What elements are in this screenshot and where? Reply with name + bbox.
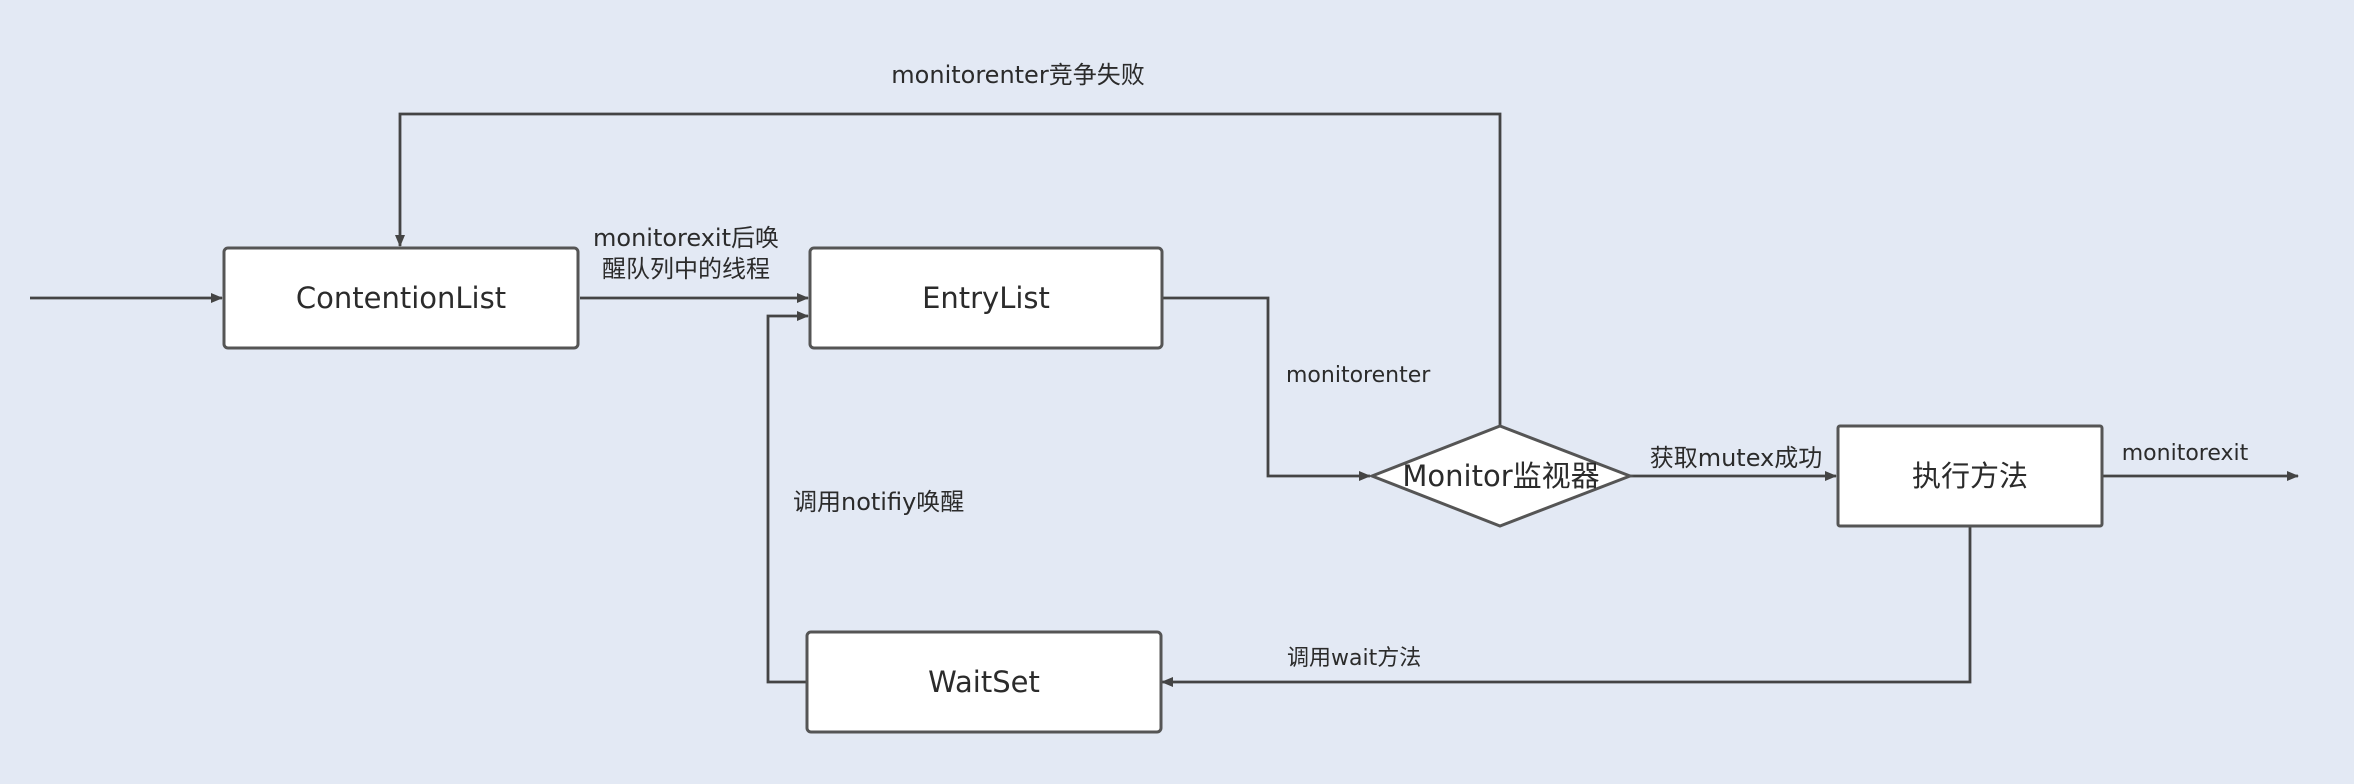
node-execute-label: 执行方法 xyxy=(1912,459,2028,493)
edge-entry-to-monitor xyxy=(1163,296,1371,481)
node-execute: 执行方法 xyxy=(1836,424,2104,528)
node-monitor: Monitor监视器 xyxy=(1367,424,1635,528)
edge-monitor-fail-to-contention xyxy=(395,112,1502,426)
node-entry-list-label: EntryList xyxy=(922,281,1050,315)
node-monitor-label: Monitor监视器 xyxy=(1402,459,1599,493)
edge-label-acquire-mutex: 获取mutex成功 xyxy=(1650,444,1823,472)
edge-label-monitorenter-fail: monitorenter竞争失败 xyxy=(891,61,1144,89)
node-wait-set: WaitSet xyxy=(805,630,1163,734)
edge-execute-to-waitset xyxy=(1161,526,1972,687)
node-contention-list: ContentionList xyxy=(222,246,580,350)
edge-label-monitorexit: monitorexit xyxy=(2122,441,2249,466)
edge-label-monitorexit-wake-line1: monitorexit后唤 xyxy=(593,224,779,252)
edge-label-notify-wake: 调用notifiy唤醒 xyxy=(793,488,964,516)
node-entry-list: EntryList xyxy=(808,246,1164,350)
edge-waitset-to-entry xyxy=(766,311,809,684)
edge-label-monitorexit-wake-line2: 醒队列中的线程 xyxy=(602,255,770,283)
node-wait-set-label: WaitSet xyxy=(928,665,1040,699)
node-contention-list-label: ContentionList xyxy=(296,281,506,315)
edge-label-monitorenter: monitorenter xyxy=(1286,363,1431,388)
edge-label-call-wait: 调用wait方法 xyxy=(1287,646,1421,671)
